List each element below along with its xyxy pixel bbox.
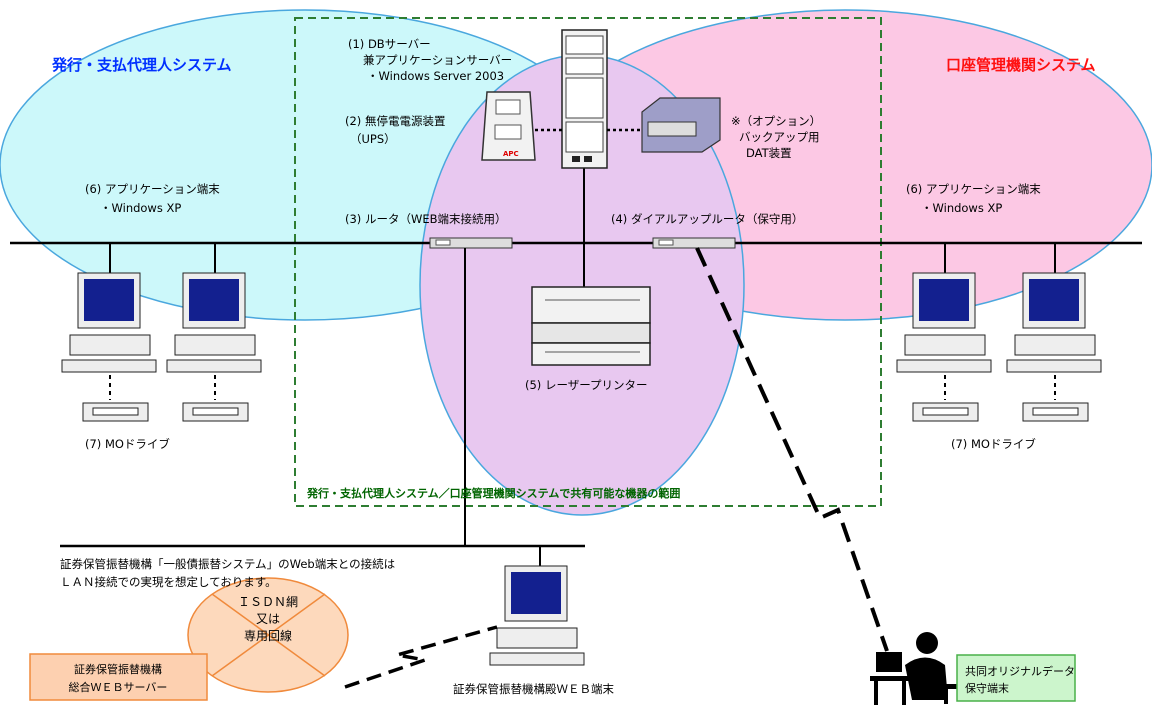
left-system-title: 発行・支払代理人システム	[51, 56, 232, 74]
app-terminal-left-label: (6) アプリケーション端末 ・Windows XP	[85, 182, 220, 215]
dat-label-line1: ※（オプション）	[731, 114, 821, 128]
web-terminal-label: 証券保管振替機構殿ＷＥＢ端末	[453, 682, 614, 696]
jasdec-note: 証券保管振替機構「一般債振替システム」のWeb端末との接続は ＬＡＮ接続での実現…	[60, 557, 395, 589]
app-terminal-right-line2: ・Windows XP	[921, 201, 1002, 215]
ups-brand-label: APC	[503, 150, 519, 158]
dat-device	[641, 97, 721, 153]
maintenance-label-line1: 共同オリジナルデータ	[965, 664, 1075, 678]
shared-area-border	[294, 17, 882, 507]
db-server-label-line2: 兼アプリケーションサーバー	[363, 53, 512, 67]
pc-left-2	[166, 243, 262, 422]
dialup-router	[652, 237, 736, 249]
maintenance-label-line2: 保守端末	[965, 681, 1009, 695]
pc-right-2	[1006, 243, 1102, 422]
isdn-label: ＩＳＤＮ網 又は 専用回線	[238, 595, 298, 643]
db-server-label: (1) DBサーバー 兼アプリケーションサーバー ・Windows Server…	[348, 37, 512, 83]
maintenance-person-icon	[870, 632, 959, 705]
pc-right-1	[896, 243, 992, 422]
web-server-label-line2: 総合ＷＥＢサーバー	[69, 680, 168, 694]
pc-left-1	[61, 243, 157, 422]
web-server-label-line1: 証券保管振替機構	[74, 662, 162, 676]
dat-label-line2: バックアップ用	[739, 130, 820, 144]
router-web	[429, 237, 513, 249]
jasdec-web-server	[29, 653, 208, 701]
isdn-label-line3: 専用回線	[244, 628, 292, 643]
ups-label: (2) 無停電電源装置 （UPS）	[345, 114, 445, 146]
shared-area-label: 発行・支払代理人システム／口座管理機関システムで共有可能な機器の範囲	[306, 486, 680, 500]
jasdec-web-terminal	[489, 546, 585, 666]
printer-label: (5) レーザープリンター	[525, 378, 648, 392]
mo-right-label: (7) MOドライブ	[951, 437, 1036, 451]
maintenance-link	[695, 247, 889, 652]
dat-label: ※（オプション） バックアップ用 DAT装置	[731, 114, 821, 160]
mo-left-label: (7) MOドライブ	[85, 437, 170, 451]
maintenance-label: 共同オリジナルデータ 保守端末	[965, 664, 1075, 695]
router-web-label: (3) ルータ（WEB端末接続用）	[345, 212, 506, 226]
app-terminal-right-line1: (6) アプリケーション端末	[906, 182, 1041, 196]
jasdec-note-line2: ＬＡＮ接続での実現を想定しております。	[60, 575, 277, 589]
maintenance-terminal-box	[956, 654, 1076, 702]
web-server-label: 証券保管振替機構 総合ＷＥＢサーバー	[69, 662, 168, 694]
dialup-router-label: (4) ダイアルアップルータ（保守用）	[611, 212, 803, 226]
app-terminal-left-line2: ・Windows XP	[100, 201, 181, 215]
ups-label-line1: (2) 無停電電源装置	[345, 114, 445, 128]
ups-label-line2: （UPS）	[350, 132, 396, 146]
isdn-link	[344, 625, 498, 689]
dat-label-line3: DAT装置	[746, 146, 792, 160]
right-system-title: 口座管理機関システム	[946, 56, 1096, 74]
app-terminal-left-line1: (6) アプリケーション端末	[85, 182, 220, 196]
jasdec-note-line1: 証券保管振替機構「一般債振替システム」のWeb端末との接続は	[60, 557, 395, 571]
isdn-label-line2: 又は	[256, 612, 280, 626]
db-server	[561, 29, 608, 243]
isdn-label-line1: ＩＳＤＮ網	[238, 595, 298, 609]
laser-printer	[531, 243, 651, 366]
app-terminal-right-label: (6) アプリケーション端末 ・Windows XP	[906, 182, 1041, 215]
db-server-label-line1: (1) DBサーバー	[348, 37, 431, 51]
isdn-network	[187, 577, 349, 693]
db-server-label-line3: ・Windows Server 2003	[367, 69, 504, 83]
ups-device: APC	[481, 91, 536, 161]
